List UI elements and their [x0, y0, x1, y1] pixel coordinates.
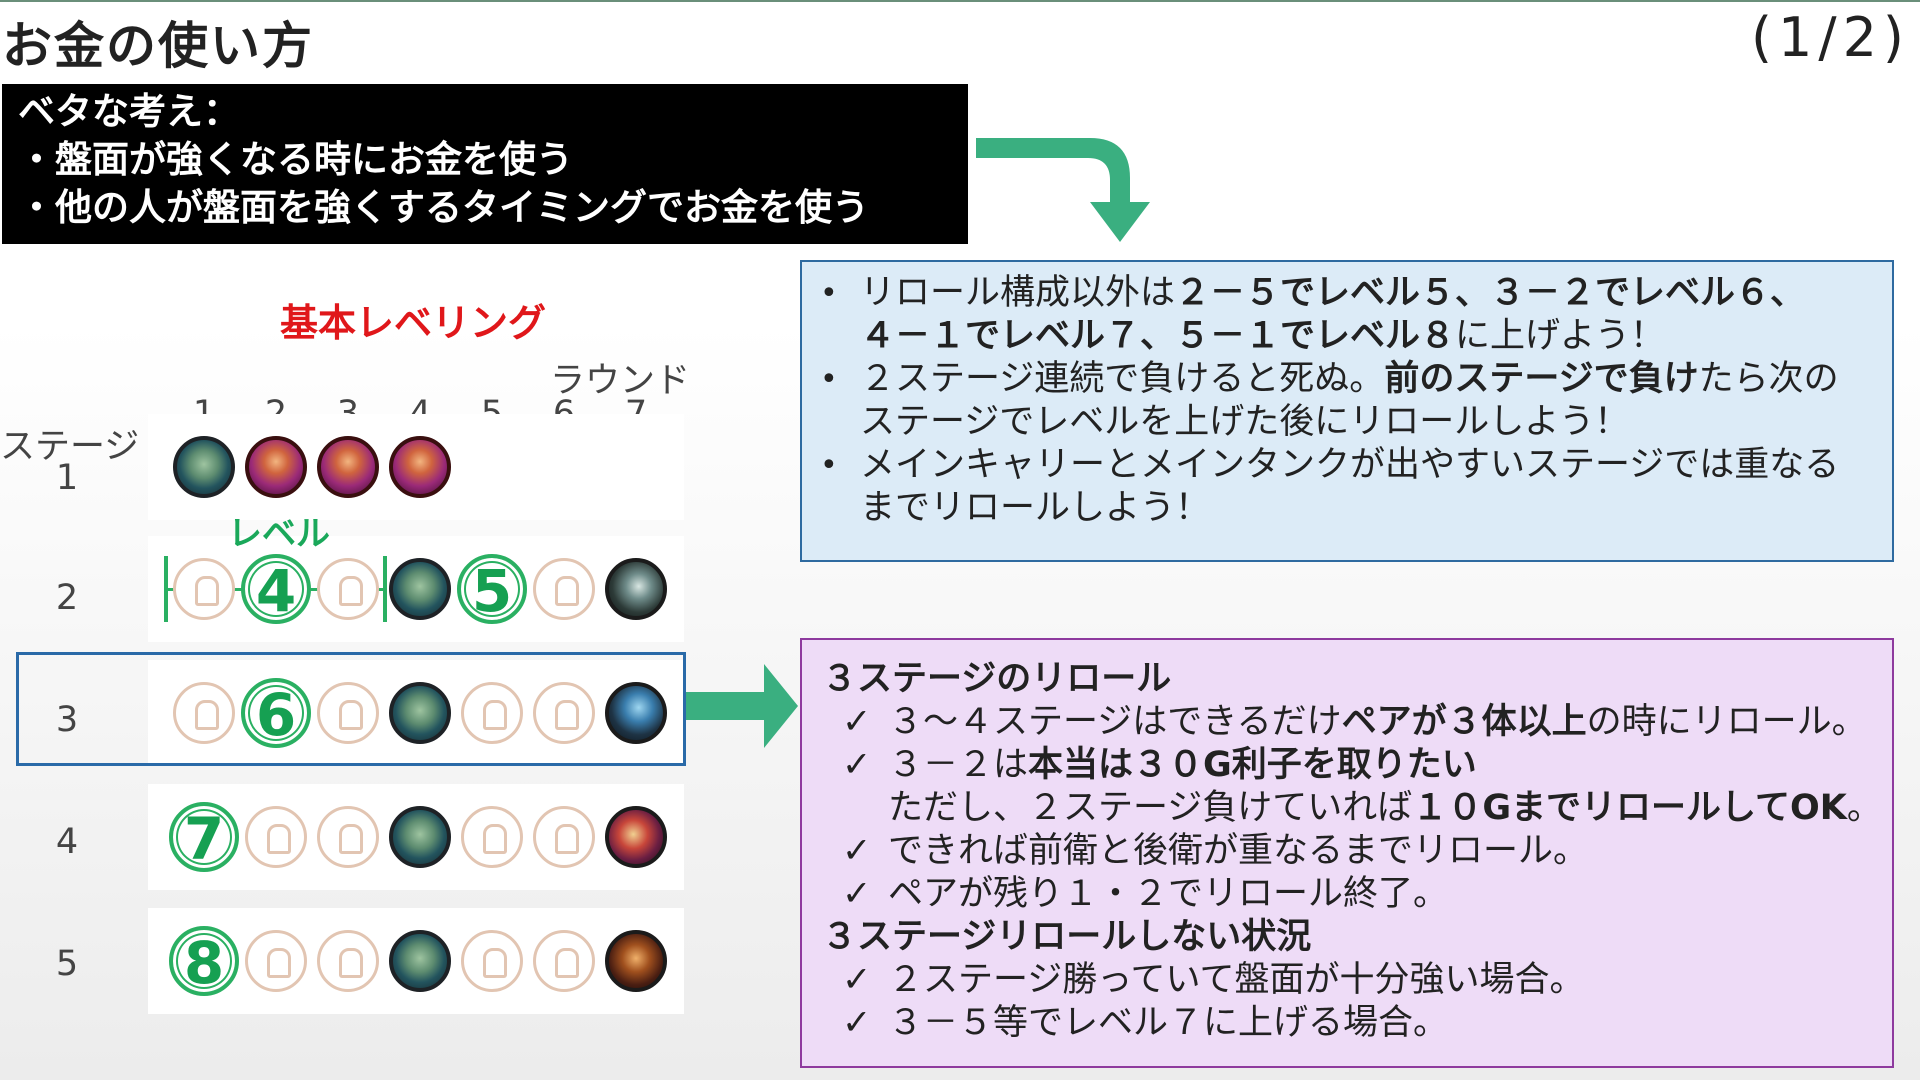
- reroll-check-2: ３－２は本当は３０G利子を取りたい: [822, 744, 1882, 787]
- level-badge: 6: [241, 678, 311, 749]
- reroll-check-2-cont: ただし、２ステージ負けていれば１０GまでリロールしてOK。: [888, 788, 1882, 828]
- helmet-placeholder-icon: [173, 558, 235, 620]
- golem-icon: [389, 930, 451, 992]
- stage-4: 4: [55, 822, 79, 862]
- level-badge: 5: [457, 554, 527, 625]
- level-label: レベル: [228, 514, 330, 554]
- level-badge: 7: [169, 802, 239, 873]
- reroll-check-4: ペアが残り１・２でリロール終了。: [822, 873, 1882, 916]
- stage-axis-label: ステージ: [0, 427, 140, 467]
- helmet-placeholder-icon: [317, 806, 379, 868]
- bracket-right: [383, 556, 387, 622]
- helmet-placeholder-icon: [317, 558, 379, 620]
- top-rule: [0, 0, 1920, 2]
- advice-item-2: ２ステージ連続で負けると死ぬ。前のステージで負けたら次の ステージでレベルを上げ…: [816, 358, 1874, 444]
- stage-5: 5: [55, 944, 79, 984]
- helmet-placeholder-icon: [461, 806, 523, 868]
- golem-icon: [389, 682, 451, 744]
- reroll-heading: ３ステージのリロール: [822, 659, 1172, 699]
- champion-icon: [605, 930, 667, 992]
- helmet-placeholder-icon: [245, 930, 307, 992]
- stage3-reroll-box: ３ステージのリロール ３～４ステージはできるだけペアが３体以上の時にリロール。 …: [800, 638, 1894, 1068]
- leveling-advice-box: リロール構成以外は２－５でレベル５、３－２でレベル６、 ４－１でレベル７、５－１…: [800, 260, 1894, 562]
- level-badge: 8: [169, 926, 239, 997]
- helmet-placeholder-icon: [173, 682, 235, 744]
- helmet-placeholder-icon: [533, 930, 595, 992]
- no-reroll-check-1: ２ステージ勝っていて盤面が十分強い場合。: [822, 959, 1882, 1002]
- champion-icon: [245, 436, 307, 498]
- no-reroll-check-2: ３－５等でレベル７に上げる場合。: [822, 1002, 1882, 1045]
- bracket-left: [164, 556, 168, 622]
- stage-1: 1: [55, 458, 79, 498]
- no-reroll-heading: ３ステージリロールしない状況: [822, 917, 1312, 957]
- helmet-placeholder-icon: [461, 930, 523, 992]
- champion-icon: [605, 558, 667, 620]
- stage-2: 2: [55, 578, 79, 618]
- golem-icon: [173, 436, 235, 498]
- conventional-line-2: ・他の人が盤面を強くするタイミングでお金を使う: [18, 186, 869, 229]
- conventional-idea-box: ベタな考え： ・盤面が強くなる時にお金を使う ・他の人が盤面を強くするタイミング…: [2, 84, 968, 244]
- reroll-check-3: できれば前衛と後衛が重なるまでリロール。: [822, 830, 1882, 873]
- champion-icon: [605, 682, 667, 744]
- champion-icon: [605, 806, 667, 868]
- conventional-line-1: ・盤面が強くなる時にお金を使う: [18, 138, 573, 181]
- right-arrow: [686, 664, 798, 748]
- advice-item-1: リロール構成以外は２－５でレベル５、３－２でレベル６、 ４－１でレベル７、５－１…: [816, 272, 1874, 358]
- leveling-title: 基本レベリング: [280, 301, 547, 345]
- conventional-heading: ベタな考え：: [18, 90, 240, 133]
- stage-3: 3: [55, 700, 79, 740]
- helmet-placeholder-icon: [533, 558, 595, 620]
- helmet-placeholder-icon: [533, 682, 595, 744]
- level-badge: 4: [241, 554, 311, 625]
- bent-arrow: [976, 138, 1150, 242]
- stage-3-highlight: [16, 652, 686, 766]
- advice-item-3: メインキャリーとメインタンクが出やすいステージでは重なる までリロールしよう！: [816, 444, 1874, 530]
- right-arrow-body: [686, 664, 798, 748]
- round-axis-label: ラウンド: [550, 361, 691, 401]
- champion-icon: [317, 436, 379, 498]
- golem-icon: [389, 558, 451, 620]
- page-number: (1/2): [1750, 6, 1910, 69]
- helmet-placeholder-icon: [317, 930, 379, 992]
- helmet-placeholder-icon: [317, 682, 379, 744]
- helmet-placeholder-icon: [245, 806, 307, 868]
- golem-icon: [389, 806, 451, 868]
- helmet-placeholder-icon: [461, 682, 523, 744]
- bent-arrow-body: [976, 138, 1150, 242]
- champion-icon: [389, 436, 451, 498]
- reroll-check-1: ３～４ステージはできるだけペアが３体以上の時にリロール。: [822, 701, 1882, 744]
- helmet-placeholder-icon: [533, 806, 595, 868]
- page-title: お金の使い方: [2, 17, 314, 75]
